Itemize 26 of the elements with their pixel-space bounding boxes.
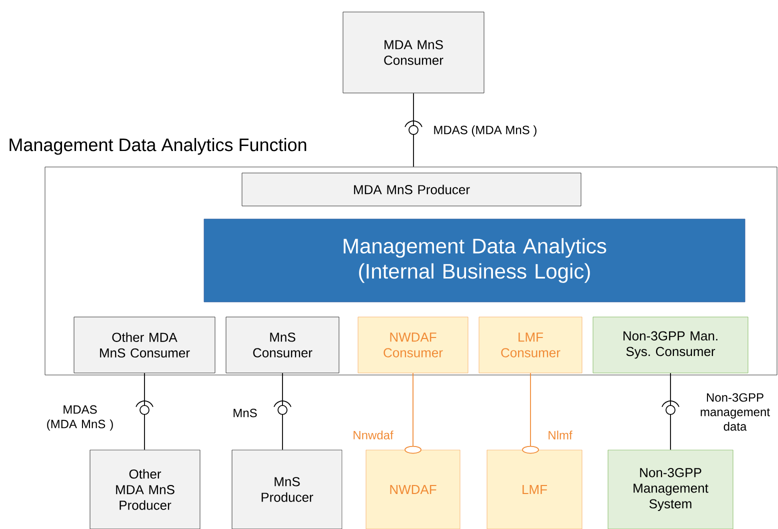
- edge-label: Non-3GPP management data: [692, 392, 778, 432]
- edge-label: MDAS (MDA MnS ): [43, 404, 117, 432]
- process-box: MnS Producer: [232, 450, 342, 529]
- function-box: LMF Consumer: [478, 316, 582, 374]
- function-box: NWDAF Consumer: [358, 316, 468, 374]
- process-box: MDA MnS Producer: [242, 172, 582, 206]
- process-box: MDA MnS Consumer: [342, 12, 484, 94]
- system-box: Non-3GPP Management System: [608, 450, 734, 529]
- function-box: LMF: [486, 450, 582, 529]
- edge-label: MnS: [232, 408, 258, 418]
- interface-line: [136, 372, 154, 450]
- node-label: Management Data Analytics Function: [10, 138, 306, 155]
- interface-line: [274, 372, 292, 450]
- edge-label: Nnwdaf: [352, 430, 394, 440]
- logic-box: Management Data Analytics (Internal Business Logic): [204, 218, 746, 302]
- interface-line: [662, 372, 680, 450]
- process-box: Other MDA MnS Producer: [90, 450, 200, 529]
- interface-line: [404, 372, 422, 454]
- process-box: MnS Consumer: [226, 316, 340, 374]
- edge-label: Nlmf: [546, 430, 574, 440]
- edge-label: MDAS (MDA MnS ): [432, 124, 538, 138]
- process-box: Other MDA MnS Consumer: [74, 316, 216, 374]
- interface-line: [522, 372, 539, 454]
- system-box: Non-3GPP Man. Sys. Consumer: [592, 316, 748, 374]
- function-box: NWDAF: [366, 450, 460, 529]
- interface-line: [404, 92, 422, 168]
